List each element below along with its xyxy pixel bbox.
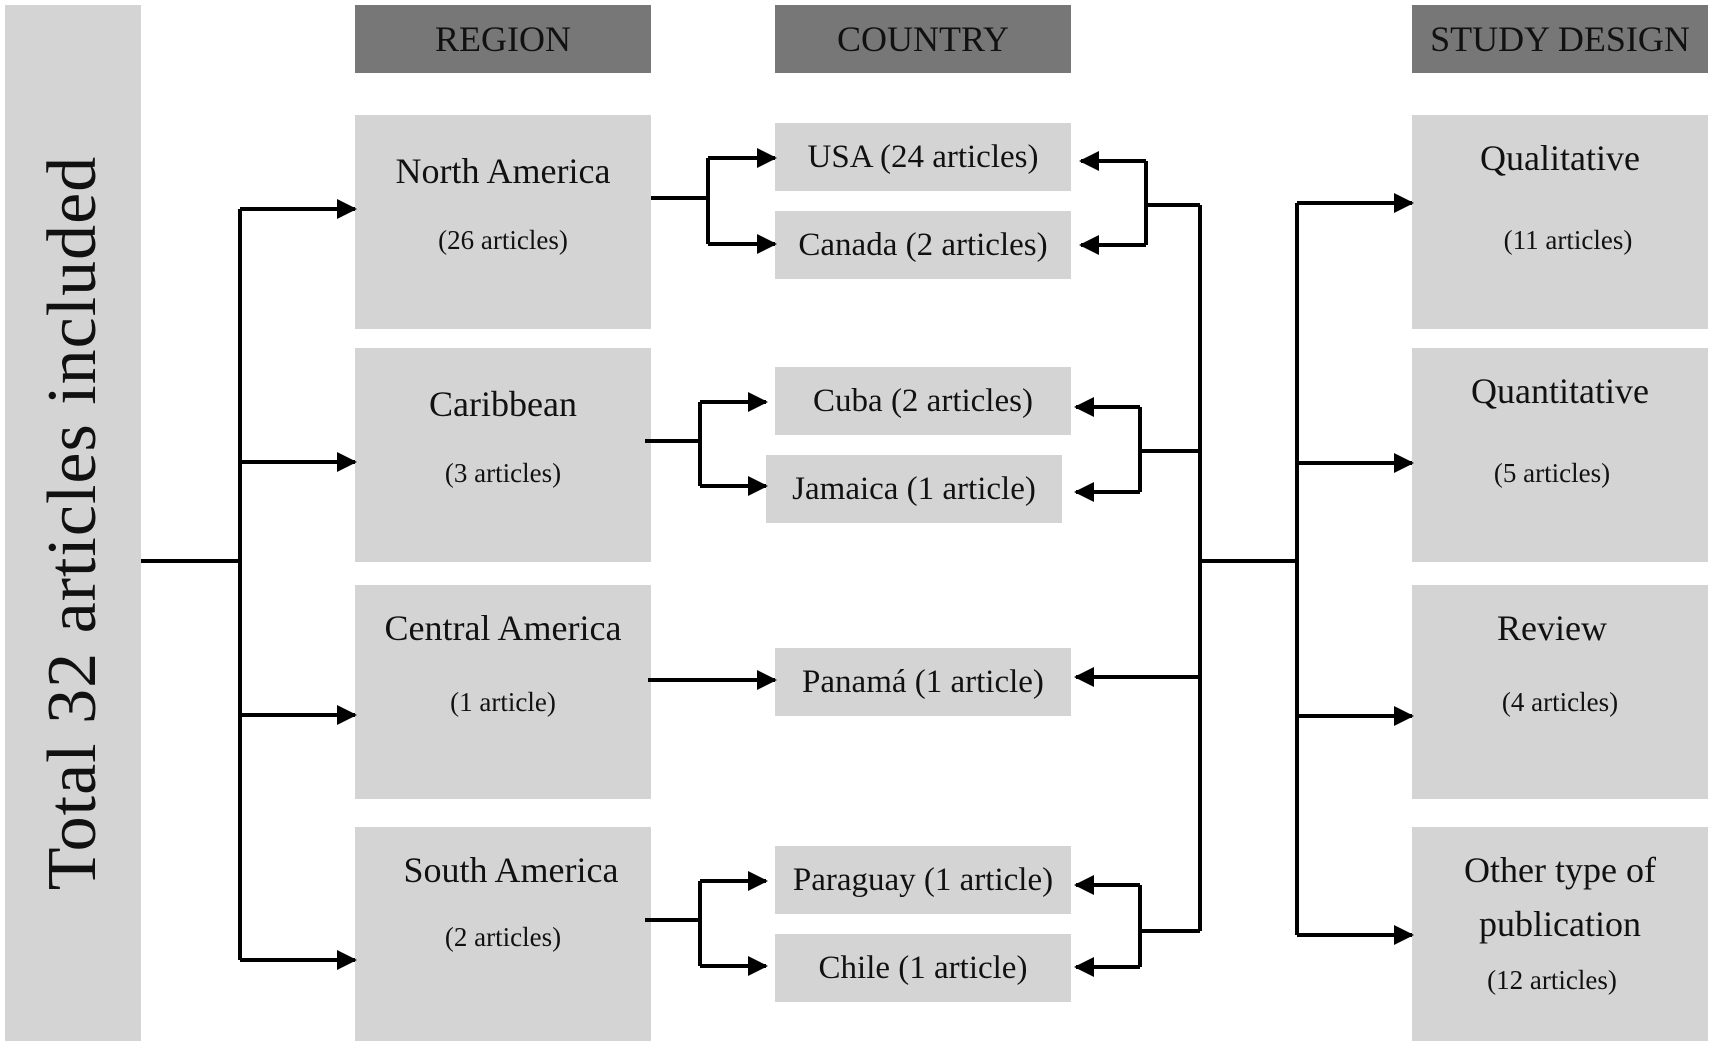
country-box-usa: USA (24 articles): [775, 123, 1071, 191]
region-name: Central America: [384, 608, 622, 648]
total-articles-bar: Total 32 articles included: [5, 5, 141, 1041]
design-box-review: Review (4 articles): [1412, 585, 1708, 799]
design-box-qualitative: Qualitative (11 articles): [1412, 115, 1708, 329]
header-study-design: STUDY DESIGN: [1412, 5, 1708, 73]
country-box-paraguay: Paraguay (1 article): [775, 846, 1071, 914]
country-box-chile: Chile (1 article): [775, 934, 1071, 1002]
region-count: (3 articles): [444, 458, 562, 488]
region-count: (2 articles): [444, 922, 562, 952]
region-name: North America: [395, 151, 611, 191]
country-box-canada: Canada (2 articles): [775, 211, 1071, 279]
header-country: COUNTRY: [775, 5, 1071, 73]
region-count: (26 articles): [438, 225, 568, 255]
design-name: Quantitative: [1471, 371, 1649, 411]
design-count: (11 articles): [1503, 225, 1633, 255]
region-box-central-america: Central America (1 article): [355, 585, 651, 799]
design-name: Qualitative: [1480, 138, 1640, 178]
region-count: (1 article): [450, 687, 556, 717]
region-name: Caribbean: [429, 384, 577, 424]
region-box-north-america: North America (26 articles): [355, 115, 651, 329]
design-box-quantitative: Quantitative (5 articles): [1412, 348, 1708, 562]
design-name: Review: [1497, 608, 1607, 648]
design-box-other-publication: Other type of publication (12 articles): [1412, 827, 1708, 1041]
design-name-line1: Other type of: [1464, 850, 1656, 890]
design-count: (12 articles): [1487, 965, 1617, 995]
region-name: South America: [403, 850, 619, 890]
country-box-cuba: Cuba (2 articles): [775, 367, 1071, 435]
region-box-south-america: South America (2 articles): [355, 827, 651, 1041]
country-box-jamaica: Jamaica (1 article): [766, 455, 1062, 523]
country-box-panama: Panamá (1 article): [775, 648, 1071, 716]
design-count: (5 articles): [1493, 458, 1611, 488]
design-name-line2: publication: [1479, 904, 1641, 944]
region-box-caribbean: Caribbean (3 articles): [355, 348, 651, 562]
header-region: REGION: [355, 5, 651, 73]
design-count: (4 articles): [1501, 687, 1619, 717]
